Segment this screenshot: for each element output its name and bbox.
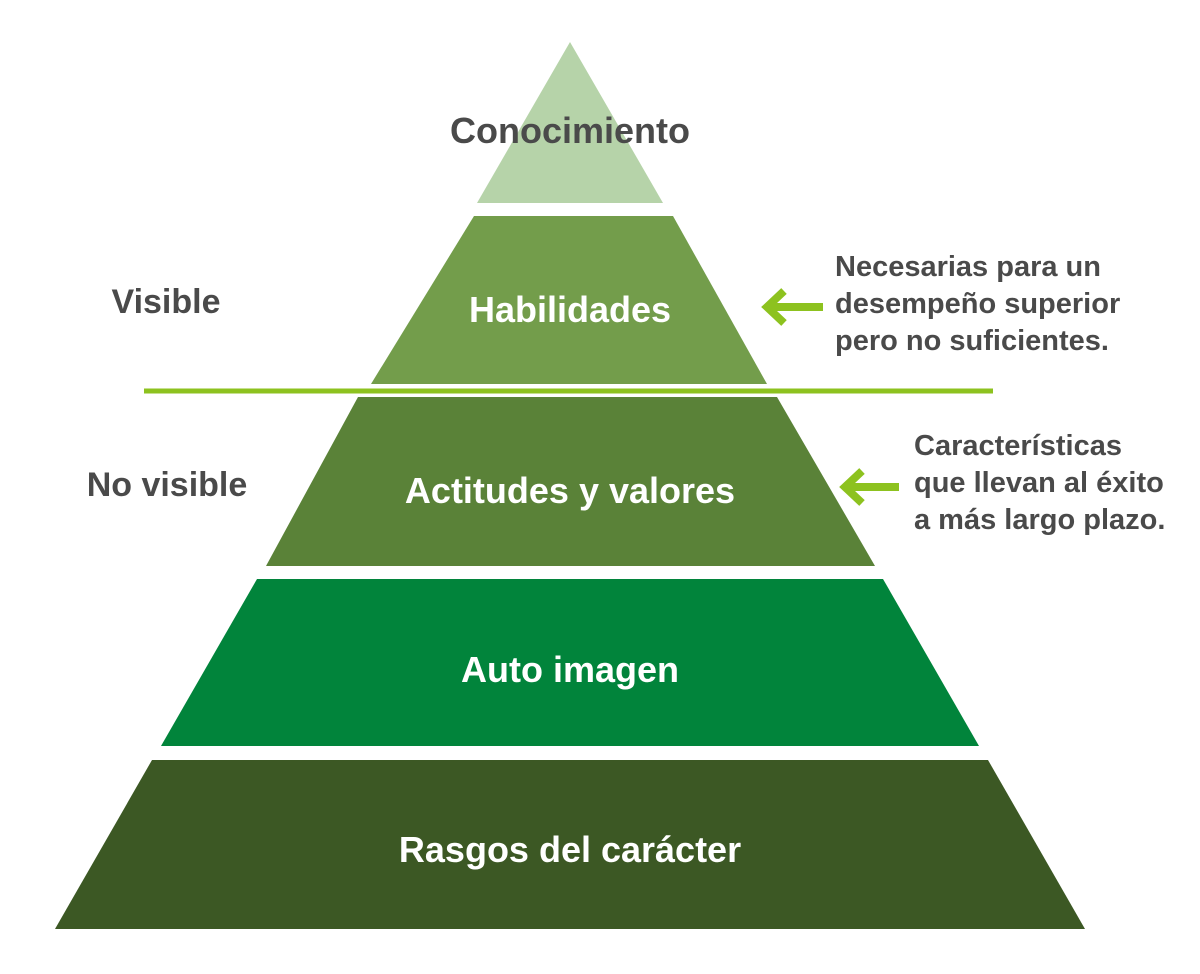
pyramid-tier-habilidades [371, 216, 767, 384]
attitudes-note-line: a más largo plazo. [914, 504, 1165, 536]
pyramid-tier-actitudes-y-valores [266, 397, 875, 566]
pyramid-tier-rasgos-del-caracter [55, 760, 1085, 929]
attitudes-note: Características que llevan al éxito a má… [914, 430, 1165, 536]
skills-note-line: desempeño superior [835, 288, 1120, 320]
pyramid-level-label: Conocimiento [450, 110, 690, 151]
arrow-left-icon [761, 288, 823, 326]
pyramid-level-label: Actitudes y valores [405, 470, 735, 511]
skills-note-line: Necesarias para un [835, 251, 1101, 283]
pyramid-level-label: Auto imagen [461, 649, 679, 690]
pyramid-tier-conocimiento [477, 42, 663, 203]
arrow-left-icon [839, 468, 899, 506]
visible-label: Visible [112, 283, 221, 321]
attitudes-note-line: Características [914, 430, 1122, 462]
not-visible-label: No visible [87, 466, 248, 504]
skills-note: Necesarias para un desempeño superior pe… [835, 251, 1120, 357]
pyramid-level-label: Habilidades [469, 289, 671, 330]
attitudes-note-line: que llevan al éxito [914, 467, 1164, 499]
pyramid-level-label: Rasgos del carácter [399, 829, 741, 870]
skills-note-line: pero no suficientes. [835, 325, 1109, 357]
pyramid-tier-auto-imagen [161, 579, 979, 746]
